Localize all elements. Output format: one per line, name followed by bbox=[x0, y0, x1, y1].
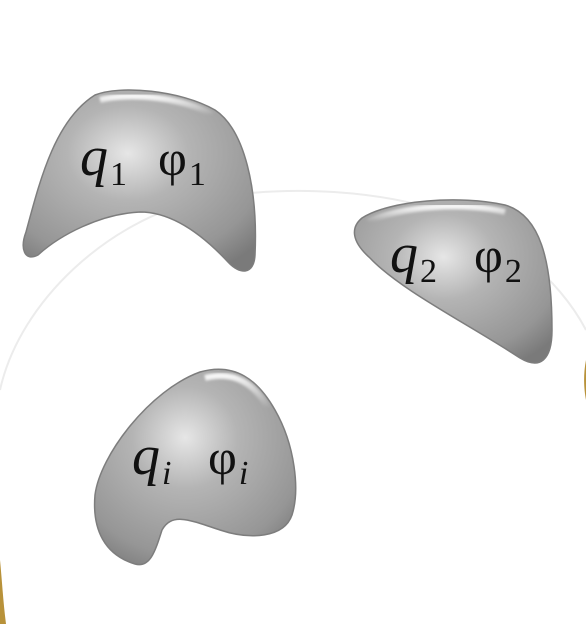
potential-phii: φi bbox=[208, 429, 248, 492]
charge-q1: q1 bbox=[80, 126, 127, 193]
potential-phi1: φ1 bbox=[158, 130, 206, 193]
potential-phi2: φ2 bbox=[474, 227, 522, 290]
charge-qi: qi bbox=[132, 425, 171, 492]
charge-q2: q2 bbox=[390, 223, 437, 290]
conductor-2-shape bbox=[353, 199, 553, 364]
conductor-1 bbox=[22, 89, 257, 272]
label-body-2: q2 φ2 bbox=[390, 223, 522, 290]
conductor-i bbox=[93, 368, 297, 566]
label-body-1: q1 φ1 bbox=[80, 126, 206, 193]
enclosure-edge-left bbox=[0, 560, 6, 624]
label-body-i: qi φi bbox=[132, 425, 248, 492]
conductor-i-shape bbox=[93, 368, 297, 566]
conductor-1-shape bbox=[22, 89, 257, 272]
conductor-2 bbox=[353, 199, 553, 364]
